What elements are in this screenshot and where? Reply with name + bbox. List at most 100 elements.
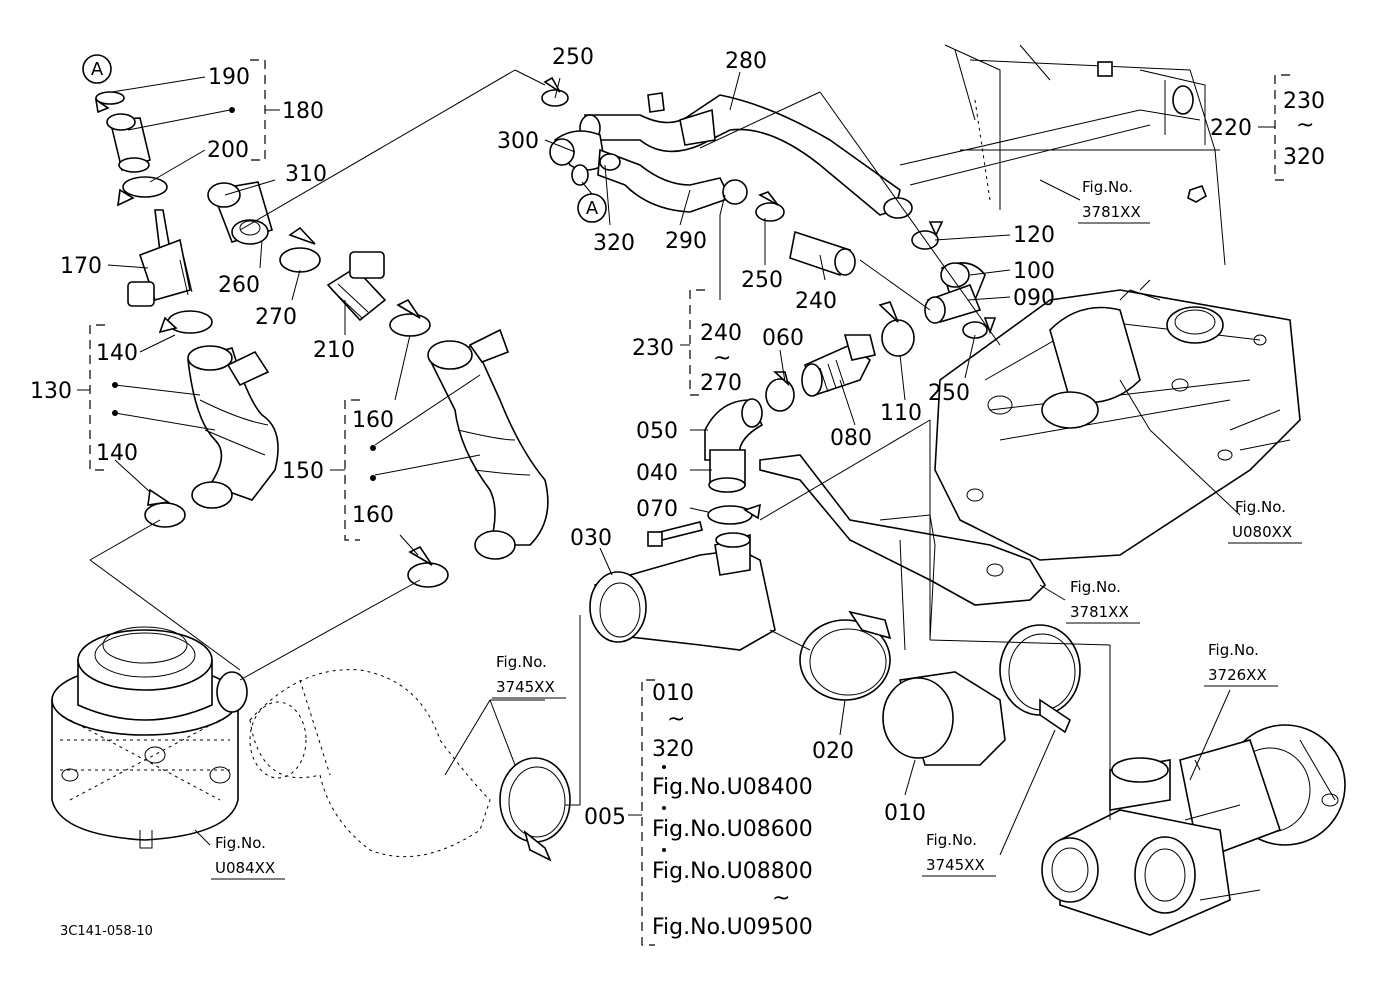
callout-250-low: 250 — [928, 381, 970, 406]
fig-ref-u084: Fig.No. U084XX — [211, 834, 285, 880]
bolt — [647, 521, 703, 547]
fig-ref-3745-right-code: 3745XX — [926, 856, 985, 874]
range-220-tilde: ~ — [1296, 113, 1314, 138]
kit-005-ref-tilde: ~ — [772, 886, 790, 911]
turbocharger — [1041, 724, 1346, 936]
kit-005-tilde: ~ — [667, 707, 685, 732]
part-090-hose[interactable] — [924, 283, 982, 324]
part-040-fitting[interactable] — [708, 449, 746, 493]
callout-160-bottom: 160 — [352, 503, 394, 528]
part-250-clamp-mid[interactable] — [755, 191, 785, 222]
marker-a-mid-label: A — [586, 198, 599, 219]
mount-bracket — [759, 454, 1047, 651]
part-020-band-clamp[interactable] — [799, 610, 892, 701]
part-130-hose[interactable] — [187, 345, 279, 509]
fig-ref-3726-title: Fig.No. — [1208, 641, 1259, 659]
marker-a-mid: A — [577, 181, 607, 223]
part-070-clamp[interactable] — [707, 503, 761, 525]
part-280-pipe[interactable] — [579, 92, 913, 219]
callout-270: 270 — [255, 305, 297, 330]
callout-080: 080 — [830, 426, 872, 451]
range-220-from: 230 — [1283, 89, 1325, 114]
part-250-clamp-top[interactable] — [541, 76, 569, 107]
turbo-band-clamp — [999, 624, 1081, 734]
range-230-tilde: ~ — [713, 346, 731, 371]
fig-ref-3745-right: Fig.No. 3745XX — [922, 831, 996, 877]
callout-090: 090 — [1013, 286, 1055, 311]
callout-140-bottom: 140 — [96, 441, 138, 466]
callout-030: 030 — [570, 526, 612, 551]
part-190-clamp[interactable] — [94, 91, 125, 114]
part-140-clamp-top[interactable] — [158, 310, 213, 334]
callout-280: 280 — [725, 49, 767, 74]
callout-200: 200 — [207, 138, 249, 163]
kit-005-list: 005 010 ~ 320 Fig.No.U08400 Fig.No.U0860… — [584, 681, 813, 940]
callout-250-top: 250 — [552, 45, 594, 70]
kit-005-to: 320 — [652, 737, 694, 762]
callout-240: 240 — [795, 289, 837, 314]
group-dots — [112, 107, 666, 852]
callout-140-top: 140 — [96, 341, 138, 366]
part-170-sensor[interactable] — [127, 209, 193, 307]
callout-300: 300 — [497, 129, 539, 154]
callout-160-top: 160 — [352, 408, 394, 433]
kit-005-ref-1: Fig.No.U08400 — [652, 775, 813, 800]
fig-ref-3726: Fig.No. 3726XX — [1204, 641, 1278, 687]
fig-ref-3781-top-code: 3781XX — [1082, 203, 1141, 221]
callout-010: 010 — [884, 801, 926, 826]
diagram-id: 3C141-058-10 — [60, 924, 153, 939]
part-010-hose[interactable] — [882, 671, 1006, 766]
callout-170: 170 — [60, 254, 102, 279]
part-060-clamp[interactable] — [765, 371, 795, 412]
fig-ref-3781-mid-code: 3781XX — [1070, 603, 1129, 621]
fig-ref-3781-top-title: Fig.No. — [1082, 178, 1133, 196]
callout-210: 210 — [313, 338, 355, 363]
range-230-from: 240 — [700, 321, 742, 346]
callout-260: 260 — [218, 273, 260, 298]
callout-220: 220 — [1210, 116, 1252, 141]
part-140-clamp-bottom[interactable] — [144, 488, 186, 528]
part-180-hose[interactable] — [106, 113, 151, 173]
group-brackets — [77, 59, 1290, 946]
callout-290: 290 — [665, 229, 707, 254]
part-250-clamp-low[interactable] — [962, 317, 997, 339]
callout-150: 150 — [282, 459, 324, 484]
callout-050: 050 — [636, 419, 678, 444]
range-230-to: 270 — [700, 371, 742, 396]
callout-190: 190 — [208, 65, 250, 90]
callout-320: 320 — [593, 231, 635, 256]
part-300-hose[interactable] — [549, 130, 606, 171]
intake-hose-ghost — [249, 669, 491, 858]
part-160-clamp-top[interactable] — [389, 298, 431, 337]
callout-040: 040 — [636, 461, 678, 486]
fig-ref-u080-title: Fig.No. — [1235, 498, 1286, 516]
kit-005-ref-3: Fig.No.U08800 — [652, 859, 813, 884]
callout-labels: 190 180 200 170 140 130 140 310 260 270 … — [30, 45, 1325, 826]
callout-250-mid: 250 — [741, 268, 783, 293]
part-120-clamp[interactable] — [911, 221, 944, 250]
frame-bracket — [899, 44, 1226, 266]
callout-020: 020 — [812, 739, 854, 764]
part-150-hose[interactable] — [427, 328, 549, 560]
part-240-hose[interactable] — [789, 230, 856, 277]
part-310-hose[interactable] — [207, 181, 273, 245]
part-290-pipe[interactable] — [597, 148, 748, 213]
leader-lines — [89, 69, 1241, 856]
part-210-valve[interactable] — [326, 251, 387, 322]
part-030-intake-pipe[interactable] — [589, 532, 776, 651]
part-200-clamp[interactable] — [117, 176, 168, 207]
fig-ref-3726-code: 3726XX — [1208, 666, 1267, 684]
part-160-clamp-bottom[interactable] — [407, 545, 449, 588]
part-080-valve[interactable] — [801, 334, 876, 397]
fig-ref-3745-left-code: 3745XX — [496, 678, 555, 696]
air-cleaner — [51, 626, 248, 849]
kit-005-ref-4: Fig.No.U09500 — [652, 915, 813, 940]
callout-180: 180 — [282, 99, 324, 124]
callout-130: 130 — [30, 379, 72, 404]
callout-230: 230 — [632, 336, 674, 361]
fig-ref-3781-top: Fig.No. 3781XX — [1078, 178, 1150, 224]
fig-ref-u084-title: Fig.No. — [215, 834, 266, 852]
part-270-clamp[interactable] — [279, 226, 321, 273]
part-110-clamp[interactable] — [878, 301, 915, 357]
